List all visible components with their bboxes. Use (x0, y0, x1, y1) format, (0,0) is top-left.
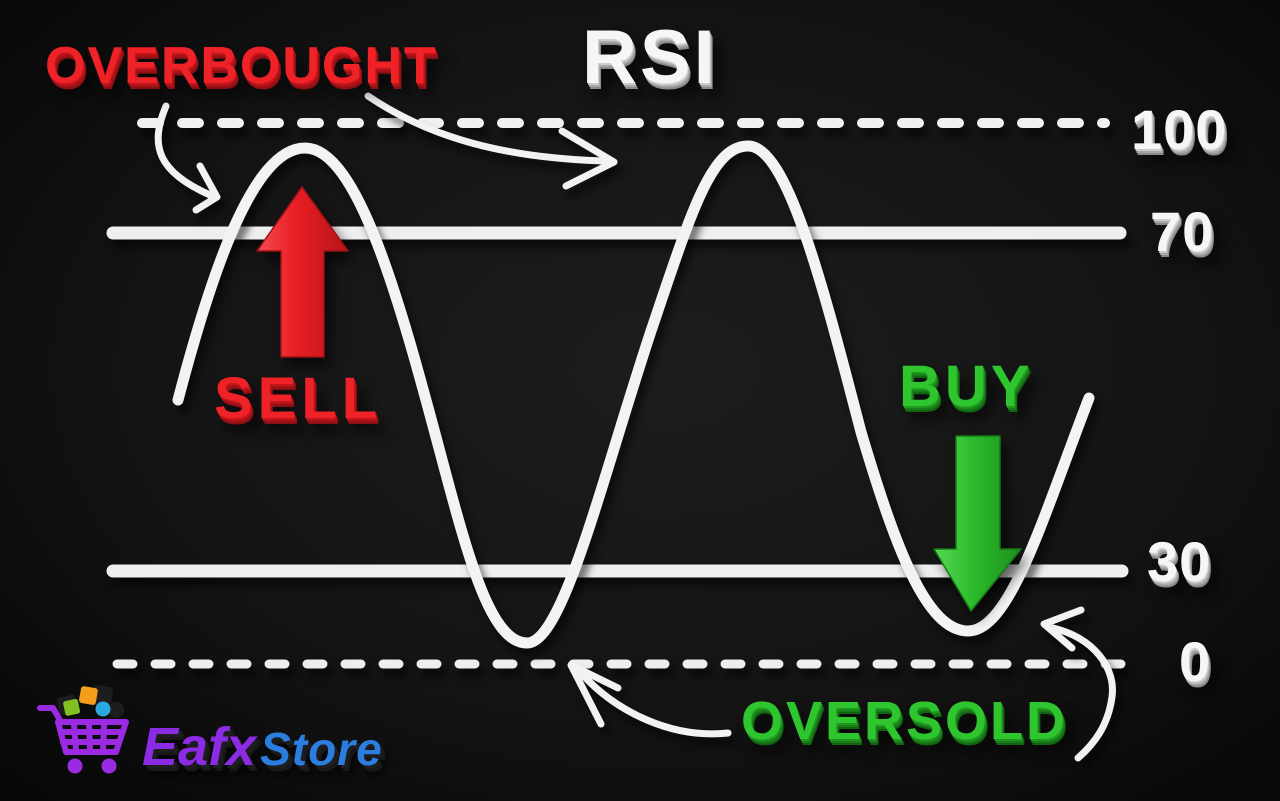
rsi-pointer-arrow-icon (364, 92, 618, 190)
overbought-label: OVERBOUGHT (45, 37, 438, 95)
buy-down-arrow-icon (933, 435, 1022, 612)
oversold-pointer-arrow-icon (567, 661, 732, 738)
level-label-0: 0 (1179, 630, 1212, 693)
level-label-30: 30 (1147, 530, 1212, 593)
buy-label: BUY (899, 354, 1034, 419)
sell-up-arrow-icon (256, 186, 349, 358)
brand-name-primary: Eafx (142, 717, 257, 777)
sell-label: SELL (214, 366, 383, 431)
brand-name-secondary: Store (260, 723, 383, 775)
brand-logo: Eafx Store (34, 684, 383, 780)
trough-pointer-arrow-icon (1040, 606, 1116, 762)
overbought-pointer-arrow-icon (154, 102, 221, 214)
level-label-100: 100 (1131, 98, 1228, 161)
rsi-wave-line (172, 140, 1095, 649)
level-label-70: 70 (1150, 200, 1215, 263)
shopping-cart-icon (37, 684, 129, 774)
oversold-label: OVERSOLD (741, 691, 1069, 751)
page-title: RSI (582, 15, 718, 100)
